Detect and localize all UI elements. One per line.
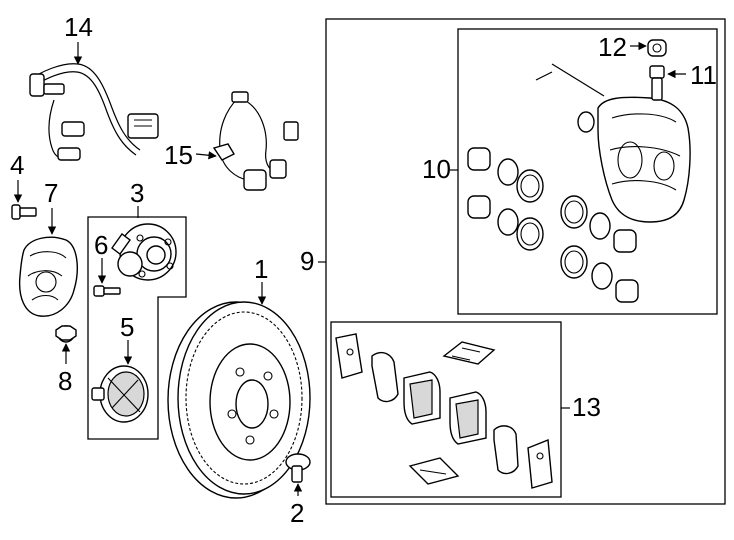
- caliper-assembly-box: [325, 18, 726, 505]
- piston-seal-kit: [467, 111, 639, 303]
- bleeder-cap: [647, 39, 667, 57]
- wheel-stud: [93, 285, 121, 297]
- callout-5: 5: [120, 312, 134, 342]
- callout-1: 1: [254, 254, 268, 284]
- shield-bolt: [55, 325, 77, 343]
- callout-13: 13: [572, 392, 601, 422]
- rotor-screw: [285, 453, 311, 483]
- callout-10: 10: [422, 154, 451, 184]
- hub-assembly-box: [87, 216, 187, 440]
- callout-3: 3: [130, 178, 144, 208]
- callout-2: 2: [290, 498, 304, 528]
- wheel-speed-sensor: [212, 91, 299, 191]
- bolt: [11, 204, 37, 220]
- brake-rotor: [167, 301, 311, 499]
- callout-4: 4: [10, 150, 24, 180]
- caliper-pin: [535, 63, 605, 97]
- callout-8: 8: [58, 366, 72, 396]
- dust-shield: [18, 236, 78, 317]
- callout-11: 11: [690, 60, 717, 90]
- brake-hose: [29, 63, 159, 161]
- callout-14: 14: [64, 12, 93, 42]
- bleeder-screw: [649, 65, 665, 101]
- callout-12: 12: [598, 32, 627, 62]
- tone-ring: [91, 365, 149, 423]
- callout-15: 15: [164, 140, 193, 170]
- callout-6: 6: [94, 230, 108, 260]
- caliper-kit-box: [457, 28, 718, 315]
- caliper-housing: [597, 96, 691, 223]
- callout-9: 9: [300, 246, 314, 276]
- pad-kit-box: [330, 321, 562, 498]
- callout-7: 7: [44, 178, 58, 208]
- brake-pads-kit: [335, 333, 553, 489]
- leader-15: [195, 151, 217, 160]
- hub-bearing: [111, 223, 177, 281]
